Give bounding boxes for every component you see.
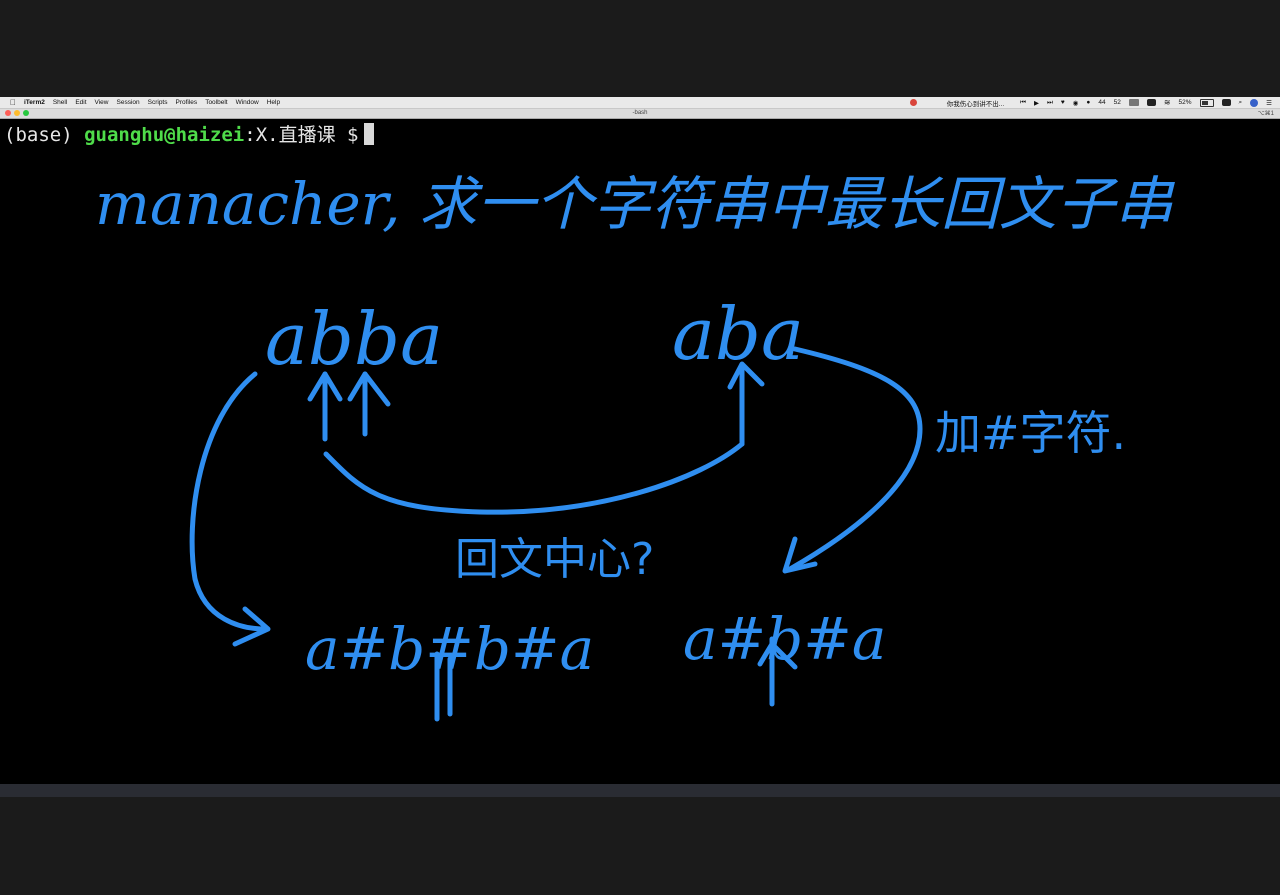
add-hash-note: 加#字符. [935, 406, 1126, 460]
prompt-separator: : [244, 124, 256, 146]
window-title-bar: -bash ⌥⌘1 [0, 109, 1280, 119]
now-playing-text[interactable]: 你我伤心到讲不出... [946, 100, 1005, 108]
battery-icon[interactable] [1199, 98, 1214, 107]
bottom-strip [0, 784, 1280, 797]
maximize-icon[interactable] [23, 110, 29, 116]
screen:  iTerm2 Shell Edit View Session Scripts… [0, 97, 1280, 797]
count-b-text[interactable]: 52 [1113, 99, 1121, 106]
network-monitor-icon[interactable] [1128, 99, 1139, 106]
menu-scripts[interactable]: Scripts [141, 99, 168, 106]
apple-icon[interactable]:  [10, 97, 16, 108]
profile-icon[interactable] [1250, 98, 1259, 107]
cloud-icon[interactable] [1146, 99, 1156, 106]
arrowhead-3 [727, 361, 765, 390]
menu-help[interactable]: Help [260, 99, 280, 106]
control-center-icon[interactable]: ☰ [1266, 99, 1272, 107]
window-title: -bash [632, 110, 648, 116]
example-odd-text: aba [672, 292, 804, 376]
menu-toolbelt[interactable]: Toolbelt [199, 99, 227, 106]
menu-shell[interactable]: Shell [46, 99, 67, 106]
minimize-icon[interactable] [14, 110, 20, 116]
shell-prompt: (base) guanghu@haizei:X.直播课 $ [4, 123, 375, 147]
play-icon[interactable]: ▶ [1034, 99, 1040, 107]
left-transform-arrow [189, 371, 268, 632]
previous-track-icon[interactable]: ⏮ [1020, 98, 1027, 106]
prompt-env: (base) [4, 124, 85, 146]
circle-icon[interactable]: ◉ [1072, 99, 1079, 107]
menu-app-name[interactable]: iTerm2 [18, 99, 45, 106]
transformed-odd-text: a#b#a [683, 605, 886, 673]
menu-view[interactable]: View [88, 99, 109, 106]
prompt-path: X.直播课 [255, 124, 336, 146]
wechat-icon[interactable]: ● [1086, 99, 1091, 106]
right-transform-arrow [787, 346, 923, 572]
handwriting-overlay: manacher, 求一个字符串中最长回文子串 abba aba 加#字符. 回… [95, 170, 1176, 722]
menu-window[interactable]: Window [229, 99, 259, 106]
palindrome-center-note: 回文中心? [455, 534, 654, 585]
prompt-user: guanghu@haizei [84, 124, 245, 146]
status-area: 你我伤心到讲不出... ⏮ ▶ ⏭ ♥ ◉ ● 44 52 ≋ 52% ⌕ ☰ [902, 97, 1272, 108]
close-icon[interactable] [5, 110, 11, 116]
text-cursor [364, 123, 375, 145]
count-a-text[interactable]: 44 [1098, 99, 1106, 106]
arrowhead-2 [347, 371, 391, 407]
record-icon[interactable] [909, 99, 917, 106]
battery-text[interactable]: 52% [1178, 99, 1192, 106]
menu-bar:  iTerm2 Shell Edit View Session Scripts… [0, 97, 1280, 109]
window-shortcut: ⌥⌘1 [1257, 111, 1274, 117]
left-arrowhead [232, 606, 271, 647]
menu-profiles[interactable]: Profiles [169, 99, 198, 106]
next-track-icon[interactable]: ⏭ [1047, 98, 1053, 106]
arrowhead-1 [307, 371, 343, 402]
right-arrowhead [782, 536, 818, 574]
menu-edit[interactable]: Edit [69, 99, 86, 106]
terminal-area[interactable]: (base) guanghu@haizei:X.直播课 $ manacher, … [0, 119, 1280, 784]
window-controls [5, 110, 32, 116]
prompt-symbol: $ [335, 124, 359, 146]
wifi-icon[interactable]: ≋ [1163, 98, 1171, 107]
menu-session[interactable]: Session [110, 99, 140, 106]
search-icon[interactable]: ⌕ [1238, 98, 1243, 106]
example-even-text: abba [265, 297, 443, 381]
arrowhead-6 [757, 641, 798, 670]
heading-annotation: manacher, 求一个字符串中最长回文子串 [95, 170, 1176, 238]
center-connector-curve [323, 441, 745, 515]
heart-icon[interactable]: ♥ [1060, 99, 1065, 106]
input-source-icon[interactable] [1221, 99, 1231, 106]
